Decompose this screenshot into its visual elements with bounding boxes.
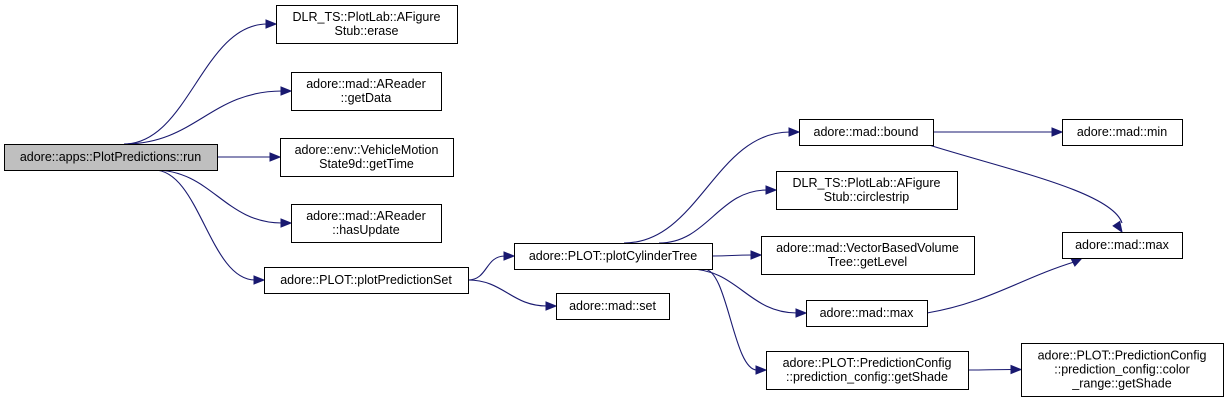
node-plotCylinderTree[interactable]: adore::PLOT::plotCylinderTree [514,243,713,270]
node-circlestrip[interactable]: DLR_TS::PlotLab::AFigureStub::circlestri… [776,171,958,210]
node-label: Stub::erase [335,24,399,38]
node-label: ::prediction_config::getShade [786,370,948,384]
node-box [776,171,958,210]
node-bound[interactable]: adore::mad::bound [799,119,934,146]
call-edges [123,19,1123,375]
node-box [1021,343,1224,397]
node-getTime[interactable]: adore::env::VehicleMotionState9d::getTim… [280,138,454,177]
node-box [766,351,969,390]
node-label: State9d::getTime [319,157,414,171]
node-box [799,119,934,146]
call-edge [467,279,558,311]
call-edge [688,268,808,318]
node-getShade2[interactable]: adore::PLOT::PredictionConfig::predictio… [1021,343,1224,397]
node-box [264,267,469,294]
node-label: Stub::circlestrip [824,190,909,204]
call-nodes: adore::apps::PlotPredictions::runDLR_TS:… [4,5,1224,397]
node-box [291,72,442,111]
node-label: DLR_TS::PlotLab::AFigure [293,10,441,24]
node-set[interactable]: adore::mad::set [556,293,670,320]
call-edge [123,19,278,145]
node-label: adore::PLOT::plotCylinderTree [529,249,697,263]
call-edge [153,169,266,285]
node-label: Tree::getLevel [828,255,907,269]
call-edge [928,144,1123,234]
node-label: adore::mad::AReader [306,77,426,91]
node-label: adore::mad::VectorBasedVolume [776,241,959,255]
node-label: adore::mad::max [1075,238,1170,252]
node-box [806,300,928,327]
node-box [280,138,454,177]
node-label: adore::env::VehicleMotion [295,143,439,157]
call-edge [217,152,282,162]
node-label: ::getData [341,91,392,105]
node-box [4,144,218,171]
node-getShade1[interactable]: adore::PLOT::PredictionConfig::predictio… [766,351,969,390]
call-edge [153,169,293,228]
call-edge [623,127,801,244]
node-min[interactable]: adore::mad::min [1062,119,1183,146]
node-getLevel[interactable]: adore::mad::VectorBasedVolumeTree::getLe… [761,236,975,275]
node-box [291,204,442,243]
node-label: DLR_TS::PlotLab::AFigure [793,176,941,190]
node-box [556,293,670,320]
call-edge [658,185,778,244]
node-label: _range::getShade [1071,377,1171,391]
call-edge [711,250,763,260]
node-box [1062,232,1183,259]
node-label: adore::apps::PlotPredictions::run [20,150,201,164]
node-label: adore::mad::set [569,299,656,313]
call-edge [467,251,516,281]
node-box [276,5,458,44]
node-max2[interactable]: adore::mad::max [1062,232,1183,259]
node-label: adore::PLOT::PredictionConfig [1038,349,1207,363]
call-edge [967,364,1023,375]
node-label: adore::mad::max [820,306,915,320]
node-box [1062,119,1183,146]
node-label: adore::PLOT::plotPredictionSet [280,273,452,287]
node-max1[interactable]: adore::mad::max [806,300,928,327]
node-plotPredictionSet[interactable]: adore::PLOT::plotPredictionSet [264,267,469,294]
node-label: ::prediction_config::color [1054,363,1190,377]
node-getData[interactable]: adore::mad::AReader::getData [291,72,442,111]
node-box [761,236,975,275]
node-run[interactable]: adore::apps::PlotPredictions::run [4,144,218,171]
call-edge [703,268,768,375]
node-box [514,243,713,270]
call-edge [933,127,1064,137]
node-label: adore::PLOT::PredictionConfig [783,356,952,370]
node-hasUpdate[interactable]: adore::mad::AReader::hasUpdate [291,204,442,243]
node-label: adore::mad::bound [814,125,919,139]
call-edge [123,86,293,145]
node-label: adore::mad::AReader [306,209,426,223]
node-label: ::hasUpdate [332,223,399,237]
node-label: adore::mad::min [1077,125,1167,139]
